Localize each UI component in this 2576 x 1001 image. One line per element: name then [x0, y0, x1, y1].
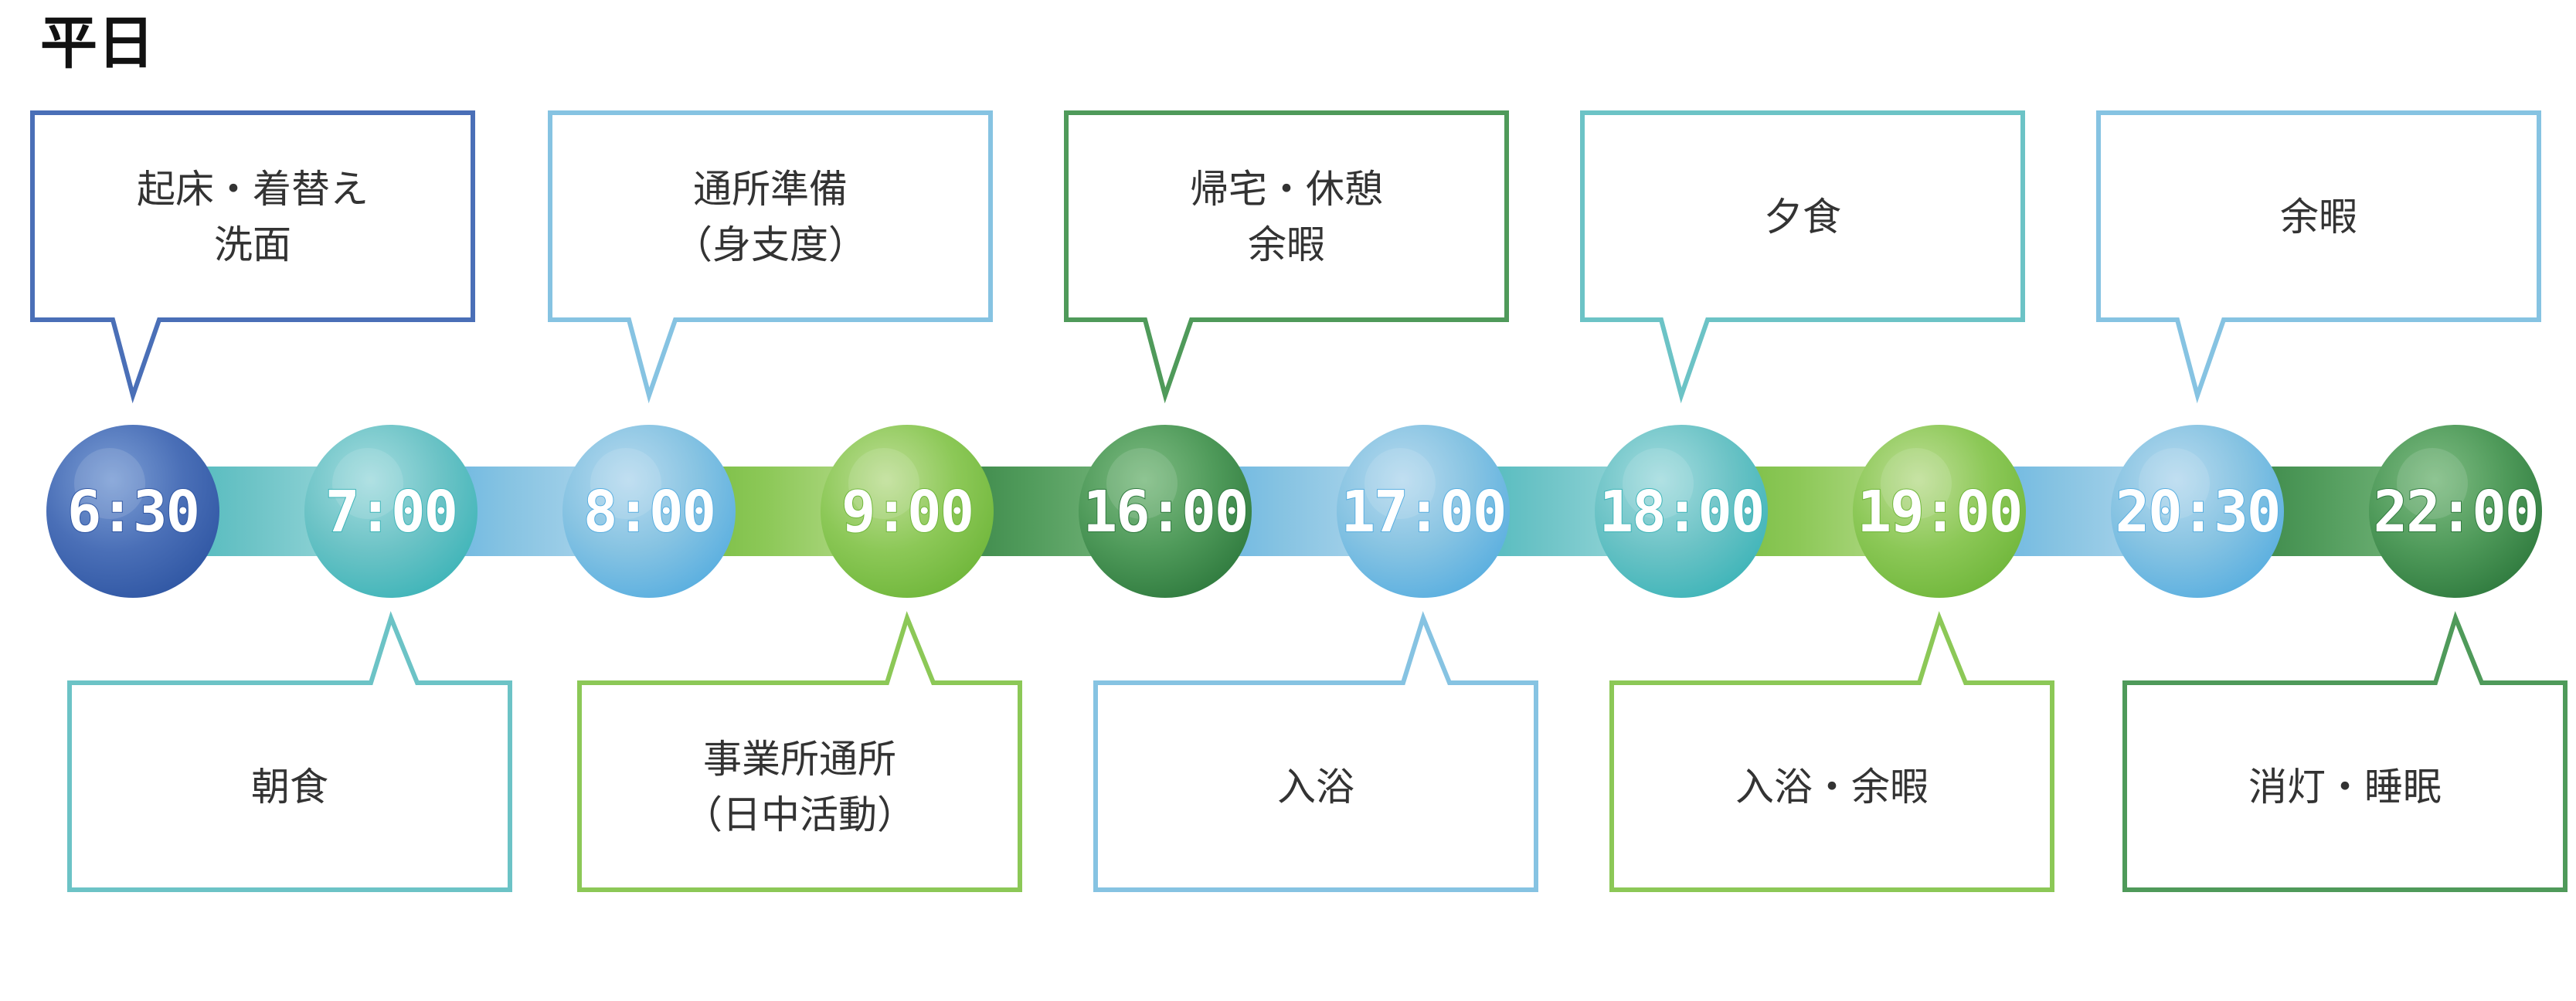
timeline-band: [133, 467, 2455, 556]
callout-label: 通所準備: [693, 167, 848, 212]
time-node: 6:30: [46, 425, 219, 598]
time-node-highlight: [74, 448, 145, 519]
time-label: 17:00: [1341, 479, 1506, 545]
timeline-nodes: 6:30 7:00 8:00 9:00 16:00 17:00 18:00 19:00 20:3…: [46, 425, 2542, 598]
time-node-highlight: [332, 448, 403, 519]
time-label: 7:00: [325, 479, 457, 545]
callout-box: [67, 611, 512, 892]
time-node: 18:00: [1595, 425, 1768, 598]
time-node-highlight: [590, 448, 661, 519]
callout: 通所準備 （身支度）: [548, 110, 993, 404]
callout-label: （日中活動）: [684, 792, 916, 837]
callout-label: 事業所通所: [703, 737, 896, 782]
time-node-highlight: [1881, 448, 1952, 519]
callout-label: （身支度）: [674, 222, 867, 267]
time-label: 20:30: [2116, 479, 2280, 545]
time-node-circle: [304, 425, 477, 598]
callout: 入浴・余暇: [1609, 611, 2054, 892]
callout-label: 夕食: [1764, 195, 1841, 239]
time-node-circle: [1337, 425, 1510, 598]
time-node-highlight: [2397, 448, 2468, 519]
time-label: 9:00: [841, 479, 973, 545]
callout-label: 余暇: [1248, 222, 1325, 267]
callout: 入浴: [1093, 611, 1538, 892]
time-label: 19:00: [1857, 479, 2022, 545]
time-node: 20:30: [2111, 425, 2284, 598]
callout-box: [1580, 110, 2025, 404]
time-node-highlight: [2139, 448, 2210, 519]
time-label: 6:30: [67, 479, 199, 545]
callout-box: [1064, 110, 1509, 404]
time-node-highlight: [1364, 448, 1436, 519]
callout-box: [1609, 611, 2054, 892]
time-label: 22:00: [2374, 479, 2538, 545]
time-node-highlight: [1623, 448, 1694, 519]
time-node: 8:00: [562, 425, 736, 598]
time-label: 8:00: [583, 479, 715, 545]
callout: 消灯・睡眠: [2122, 611, 2568, 892]
time-node-circle: [46, 425, 219, 598]
time-node: 7:00: [304, 425, 477, 598]
callout-box: [548, 110, 993, 404]
callout-label: 洗面: [214, 222, 291, 267]
callout: 夕食: [1580, 110, 2025, 404]
time-node: 22:00: [2369, 425, 2542, 598]
time-node-highlight: [848, 448, 919, 519]
time-node-highlight: [1106, 448, 1178, 519]
time-node: 16:00: [1079, 425, 1252, 598]
time-node-circle: [2111, 425, 2284, 598]
callout: 余暇: [2096, 110, 2541, 404]
time-node-circle: [1595, 425, 1768, 598]
callout-label: 起床・着替え: [137, 167, 369, 212]
callout-box: [577, 611, 1022, 892]
callout-label: 朝食: [251, 765, 328, 809]
callout: 事業所通所 （日中活動）: [577, 611, 1022, 892]
callout-label: 消灯・睡眠: [2248, 765, 2442, 809]
time-node-circle: [1079, 425, 1252, 598]
callout-label: 入浴: [1277, 765, 1354, 809]
callout-box: [2122, 611, 2568, 892]
time-node: 19:00: [1853, 425, 2026, 598]
callout-box: [2096, 110, 2541, 404]
callout-box: [30, 110, 475, 404]
time-node-circle: [821, 425, 994, 598]
time-node-circle: [1853, 425, 2026, 598]
callout-label: 帰宅・休憩: [1190, 167, 1383, 212]
callout-label: 入浴・余暇: [1735, 765, 1929, 809]
page-title: 平日: [40, 10, 155, 76]
callout-label: 余暇: [2280, 195, 2357, 239]
time-node: 17:00: [1337, 425, 1510, 598]
time-node-circle: [562, 425, 736, 598]
time-label: 16:00: [1083, 479, 1248, 545]
time-node: 9:00: [821, 425, 994, 598]
callout: 朝食: [67, 611, 512, 892]
time-label: 18:00: [1599, 479, 1764, 545]
callout-box: [1093, 611, 1538, 892]
time-node-circle: [2369, 425, 2542, 598]
